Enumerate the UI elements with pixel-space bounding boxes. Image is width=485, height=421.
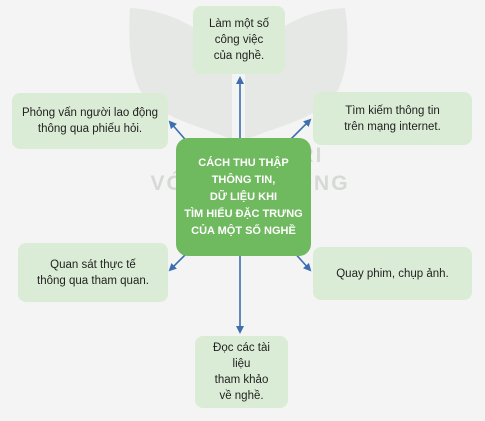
node-mid-left: Quan sát thực tế thông qua tham quan. bbox=[18, 243, 168, 302]
center-node: CÁCH THU THẬP THÔNG TIN, DỮ LIỆU KHI TÌM… bbox=[176, 138, 311, 256]
node-top-right: Tìm kiếm thông tin trên mạng internet. bbox=[313, 92, 472, 145]
node-top-left: Phỏng vấn người lao động thông qua phiếu… bbox=[12, 93, 168, 149]
node-bottom: Đọc các tài liệu tham khảo về nghề. bbox=[195, 336, 288, 408]
center-node-label: CÁCH THU THẬP THÔNG TIN, DỮ LIỆU KHI TÌM… bbox=[184, 156, 303, 237]
node-top-label: Làm một số công việc của nghề. bbox=[208, 18, 270, 62]
node-bottom-label: Đọc các tài liệu tham khảo về nghề. bbox=[213, 342, 270, 402]
node-mid-left-label: Quan sát thực tế thông qua tham quan. bbox=[37, 258, 149, 287]
node-top-right-label: Tìm kiếm thông tin trên mạng internet. bbox=[344, 104, 441, 133]
node-mid-right-label: Quay phim, chụp ảnh. bbox=[336, 267, 449, 280]
node-top-left-label: Phỏng vấn người lao động thông qua phiếu… bbox=[21, 107, 159, 135]
node-top: Làm một số công việc của nghề. bbox=[193, 6, 285, 74]
node-mid-right: Quay phim, chụp ảnh. bbox=[313, 247, 472, 300]
